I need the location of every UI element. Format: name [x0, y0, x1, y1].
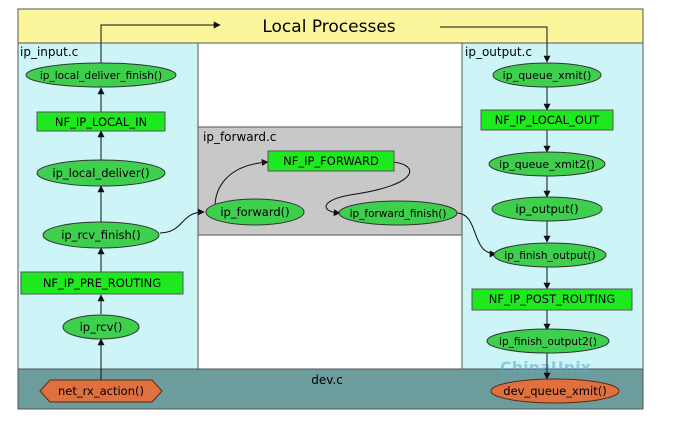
hook-label: NF_IP_LOCAL_IN — [55, 115, 147, 129]
node-ip-finish-output: ip_finish_output() — [493, 242, 607, 268]
node-ip-queue-xmit: ip_queue_xmit() — [492, 62, 602, 88]
hook-label: NF_IP_POST_ROUTING — [489, 292, 616, 306]
node-ip-rcv-finish: ip_rcv_finish() — [42, 221, 160, 249]
ip-forward-label: ip_forward.c — [203, 130, 276, 144]
endpoint-net-rx-action: net_rx_action() — [39, 379, 163, 403]
endpoint-label: dev_queue_xmit() — [503, 384, 606, 398]
endpoint-label: net_rx_action() — [58, 384, 144, 398]
dev-label: dev.c — [311, 373, 343, 387]
node-label: ip_forward_finish() — [350, 208, 447, 220]
hook-nf-ip-local-out: NF_IP_LOCAL_OUT — [480, 109, 614, 131]
local-processes-title: Local Processes — [262, 17, 395, 37]
ip-input-label: ip_input.c — [20, 45, 78, 59]
endpoint-dev-queue-xmit: dev_queue_xmit() — [490, 378, 620, 404]
node-label: ip_forward() — [220, 205, 289, 219]
watermark: ChinaUnix — [500, 358, 592, 377]
local-processes-region — [17, 8, 644, 44]
node-ip-local-deliver-finish: ip_local_deliver_finish() — [25, 62, 177, 88]
hook-nf-ip-pre-routing: NF_IP_PRE_ROUTING — [20, 271, 184, 295]
node-ip-output: ip_output() — [491, 196, 603, 222]
node-ip-forward: ip_forward() — [205, 198, 305, 226]
hook-nf-ip-post-routing: NF_IP_POST_ROUTING — [471, 288, 633, 311]
node-label: ip_local_deliver() — [52, 166, 149, 180]
node-ip-queue-xmit2: ip_queue_xmit2() — [488, 151, 606, 177]
node-label: ip_queue_xmit() — [503, 69, 592, 82]
node-label: ip_rcv_finish() — [61, 228, 141, 242]
hook-label: NF_IP_FORWARD — [283, 154, 379, 168]
node-label: ip_local_deliver_finish() — [40, 70, 162, 82]
node-label: ip_queue_xmit2() — [499, 158, 595, 171]
connectors — [97, 21, 551, 380]
node-ip-rcv: ip_rcv() — [62, 314, 140, 340]
node-label: ip_rcv() — [80, 320, 123, 334]
node-ip-forward-finish: ip_forward_finish() — [338, 200, 458, 226]
node-label: ip_finish_output() — [504, 250, 595, 262]
ip-output-label: ip_output.c — [465, 45, 532, 59]
node-label: ip_output() — [515, 202, 578, 216]
hook-label: NF_IP_LOCAL_OUT — [495, 113, 601, 127]
node-ip-finish-output2: ip_finish_output2() — [486, 328, 610, 354]
node-label: ip_finish_output2() — [499, 336, 597, 348]
hook-nf-ip-forward: NF_IP_FORWARD — [267, 150, 395, 172]
hook-label: NF_IP_PRE_ROUTING — [43, 276, 161, 290]
hook-nf-ip-local-in: NF_IP_LOCAL_IN — [36, 111, 166, 132]
node-ip-local-deliver: ip_local_deliver() — [36, 159, 166, 187]
ip-input-region — [17, 42, 199, 370]
